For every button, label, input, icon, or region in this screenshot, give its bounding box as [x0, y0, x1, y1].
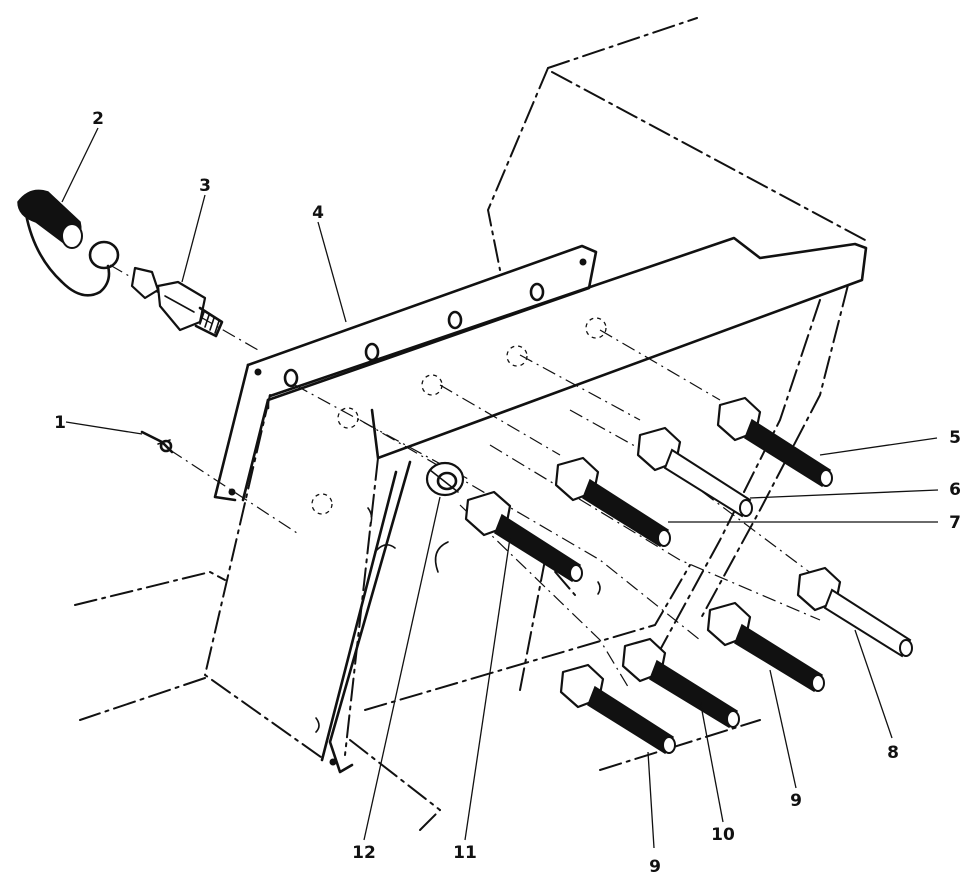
callout-2: 2 — [92, 109, 104, 129]
leader-lines — [61, 127, 939, 849]
lock-nut — [425, 461, 465, 497]
hose-fitting-11 — [464, 490, 583, 583]
hose-fitting-9-right — [706, 601, 825, 693]
callout-10: 10 — [711, 825, 735, 845]
callout-5: 5 — [949, 428, 961, 448]
hose-fitting-5 — [716, 396, 833, 488]
callout-11: 11 — [453, 843, 477, 863]
hose-fitting-6 — [636, 426, 753, 518]
hose-fitting-9-bottom — [559, 663, 676, 755]
mounting-panel — [213, 236, 868, 774]
dust-cap-with-strap — [17, 189, 120, 297]
callout-8: 8 — [887, 743, 899, 763]
callout-9-right: 9 — [790, 791, 802, 811]
callout-labels: 1 2 3 4 5 6 7 8 9 10 9 11 12 — [54, 109, 961, 877]
hose-fitting-7 — [554, 456, 671, 548]
callout-7: 7 — [949, 513, 961, 533]
callout-6: 6 — [949, 480, 961, 500]
callout-4: 4 — [312, 203, 324, 223]
cotter-pin — [140, 430, 174, 454]
hose-fitting-10 — [621, 637, 740, 729]
callout-9-bottom: 9 — [649, 857, 661, 877]
callout-12: 12 — [352, 843, 376, 863]
callout-1: 1 — [54, 413, 66, 433]
adapter-fitting — [130, 266, 224, 338]
hose-fitting-8 — [796, 566, 913, 658]
callout-3: 3 — [199, 176, 211, 196]
